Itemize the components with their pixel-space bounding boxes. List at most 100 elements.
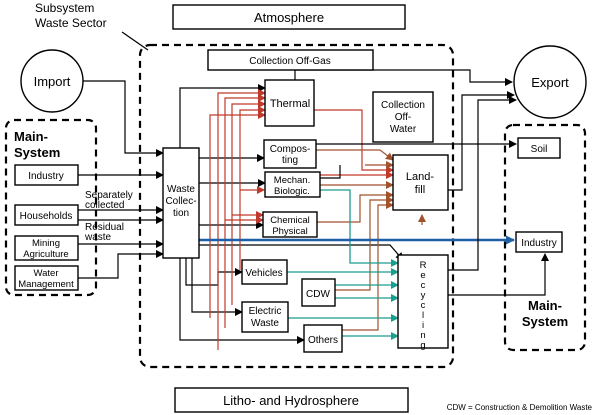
main-system-left-boundary	[4, 118, 98, 297]
waste-collection-label-2: Collec-	[165, 196, 196, 207]
composting-to-landfill-flow	[316, 149, 394, 161]
subsystem-pointer-line	[121, 31, 149, 51]
mechbio-box	[264, 171, 321, 198]
water-label: Water	[34, 268, 59, 279]
recycling-label: R e c y c l i n g	[420, 260, 427, 351]
water-to-collection-flow	[78, 250, 164, 279]
red-flow-5	[209, 111, 266, 318]
subsystem-title-line2: Waste Sector	[35, 16, 107, 30]
thermal-to-export-flow	[294, 69, 513, 86]
main-system-right-title-1: Main-	[528, 298, 562, 313]
cdw-to-landfill-flow	[335, 196, 394, 291]
recycling-letter-9: g	[420, 340, 425, 351]
mechbio-internal-flow	[320, 165, 341, 179]
collection-to-recycling-flow	[198, 244, 404, 261]
collection-to-thermal-flow	[179, 84, 266, 148]
litho-hydrosphere-box	[174, 387, 409, 413]
chemical-to-landfill-flow	[317, 191, 394, 223]
agriculture-label: Agriculture	[23, 249, 68, 260]
waste-collection-label-1: Waste	[167, 184, 195, 195]
mechan-label: Mechan.	[274, 175, 310, 186]
management-label: Management	[18, 279, 74, 290]
households-box	[14, 204, 79, 226]
composting-box	[263, 139, 317, 169]
mechbio-to-recycling-flow	[320, 189, 399, 267]
others-box	[303, 324, 343, 353]
recycling-box	[397, 254, 449, 349]
others-to-thermal-red-flow	[224, 94, 266, 328]
cdw-footnote: CDW = Construction & Demolition Waste	[447, 403, 593, 412]
water-management-box	[14, 265, 79, 291]
thermal-box	[264, 79, 315, 127]
thermal-to-landfill-red-flow	[314, 109, 394, 174]
biologic-label: Biologic.	[274, 186, 310, 197]
recycling-letter-5: c	[421, 300, 426, 311]
soil-box	[517, 137, 561, 159]
recycling-letter-6: l	[422, 310, 424, 321]
waste-collection-box	[162, 147, 200, 259]
industry-right-label: Industry	[521, 238, 557, 249]
recycling-to-export-flow	[448, 96, 517, 271]
recycling-letter-1: R	[420, 260, 427, 271]
collection-offwater-box	[372, 91, 434, 143]
import-to-collection-flow	[83, 80, 164, 157]
separately-label-2: collected	[85, 200, 124, 211]
composting-label-2: ting	[282, 155, 298, 166]
waste-label: Waste	[251, 318, 279, 329]
import-label: Import	[34, 74, 71, 89]
chemical-label: Chemical	[270, 215, 310, 226]
export-node	[513, 45, 587, 119]
atmosphere-label: Atmosphere	[254, 10, 324, 25]
electric-waste-box	[241, 301, 289, 333]
cdw-label: CDW	[306, 289, 330, 300]
others-to-landfill-flow	[342, 201, 394, 331]
recycling-letter-2: e	[420, 270, 425, 281]
others-label: Others	[308, 335, 338, 346]
atmosphere-box	[172, 4, 406, 30]
thermal-label: Thermal	[270, 98, 310, 110]
collection-to-others-flow	[179, 258, 305, 344]
industry-right-box	[515, 231, 563, 253]
offwater-label-3: Water	[390, 124, 417, 135]
subsystem-boundary	[138, 43, 455, 369]
main-system-right-title-2: System	[522, 314, 568, 329]
subsystem-title-line1: Subsystem	[35, 1, 94, 15]
electric-to-thermal-red-flow	[231, 100, 266, 305]
landfill-to-export-flow	[448, 91, 515, 191]
collection-offgas-box	[207, 49, 374, 71]
recycling-letter-8: n	[420, 330, 425, 341]
chemical-physical-box	[262, 211, 318, 238]
main-system-left-title-1: Main-	[14, 129, 48, 144]
main-system-right-boundary	[503, 123, 587, 352]
electric-label: Electric	[249, 306, 282, 317]
landfill-label-1: Land-	[406, 171, 434, 183]
landfill-box	[392, 154, 449, 211]
soil-label: Soil	[531, 144, 548, 155]
households-label: Households	[20, 211, 73, 222]
recycling-letter-4: y	[421, 290, 426, 301]
cdw-to-thermal-red-flow	[217, 89, 266, 350]
cdw-box	[301, 278, 336, 307]
export-label: Export	[531, 75, 569, 90]
litho-hydrosphere-label: Litho- and Hydrosphere	[223, 393, 359, 408]
composting-label-1: Compos-	[270, 144, 311, 155]
separately-label-1: Separately	[85, 190, 133, 201]
waste-collection-label-3: tion	[173, 208, 189, 219]
offwater-label-2: Off-	[395, 112, 411, 123]
main-system-left-title-2: System	[14, 145, 60, 160]
offwater-label-1: Collection	[381, 100, 425, 111]
collection-offgas-label: Collection Off-Gas	[249, 56, 331, 67]
vehicles-box	[241, 259, 288, 285]
recycling-to-industry-flow	[448, 253, 549, 296]
recycling-letter-3: c	[421, 280, 426, 291]
collection-to-vehicles-flow	[185, 258, 243, 286]
landfill-label-2: fill	[415, 184, 425, 196]
industry-left-label: Industry	[28, 171, 64, 182]
vehicles-label: Vehicles	[245, 268, 282, 279]
residual-label-1: Residual	[85, 222, 124, 233]
mining-agriculture-box	[14, 235, 79, 261]
mining-label: Mining	[32, 238, 60, 249]
vehicles-to-thermal-red-flow	[239, 106, 266, 270]
